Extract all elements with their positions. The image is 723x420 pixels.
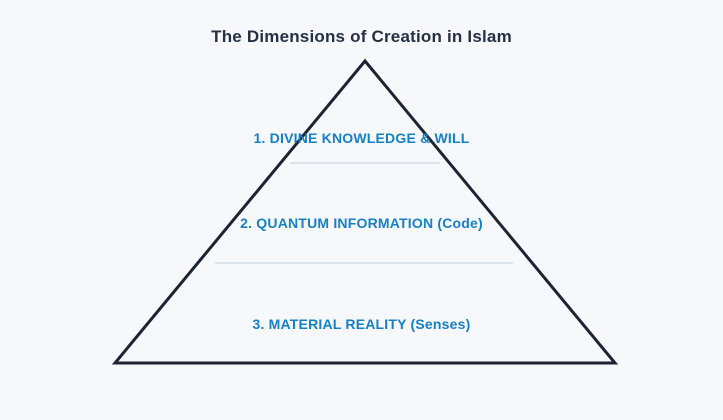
triangle-shape <box>111 58 619 365</box>
diagram-title: The Dimensions of Creation in Islam <box>211 27 512 46</box>
pyramid-level-2-label: 2. QUANTUM INFORMATION (Code) <box>240 215 483 231</box>
pyramid-level-1-label: 1. DIVINE KNOWLEDGE & WILL <box>253 130 470 146</box>
pyramid-level-3-label: 3. MATERIAL REALITY (Senses) <box>252 316 471 332</box>
